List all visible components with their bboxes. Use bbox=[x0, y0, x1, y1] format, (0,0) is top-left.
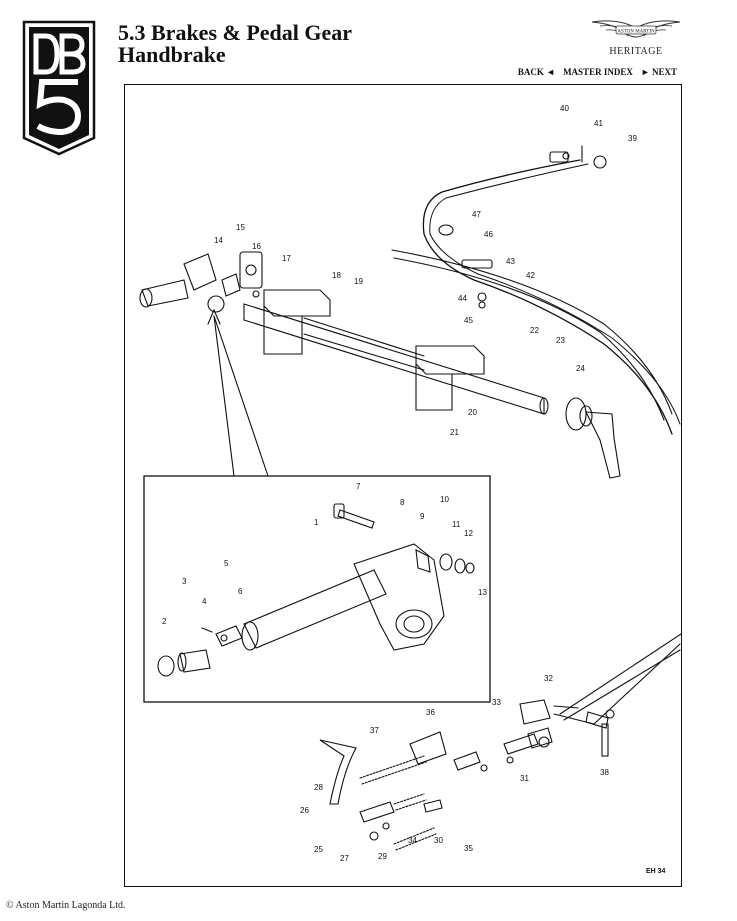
part-label: 37 bbox=[370, 726, 379, 735]
part-label: 30 bbox=[434, 836, 443, 845]
db5-logo bbox=[22, 20, 96, 156]
part-label: 32 bbox=[544, 674, 553, 683]
part-label: 11 bbox=[452, 520, 461, 529]
diagram-frame bbox=[124, 84, 682, 887]
heritage-label: HERITAGE bbox=[609, 46, 663, 57]
part-label: 20 bbox=[468, 408, 477, 417]
aston-martin-wings-logo: ASTON MARTIN bbox=[591, 20, 681, 38]
part-label: 46 bbox=[484, 230, 493, 239]
part-label: 15 bbox=[236, 223, 245, 232]
copyright-footer: © Aston Martin Lagonda Ltd. bbox=[6, 900, 126, 911]
part-label: 33 bbox=[492, 698, 501, 707]
brand-text: ASTON MARTIN bbox=[617, 30, 655, 35]
part-label: 8 bbox=[400, 498, 405, 507]
part-label: 34 bbox=[408, 836, 417, 845]
part-label: 26 bbox=[300, 806, 309, 815]
part-label: 21 bbox=[450, 428, 459, 437]
part-label: 47 bbox=[472, 210, 481, 219]
master-index-link[interactable]: MASTER INDEX bbox=[563, 67, 633, 77]
part-label: 7 bbox=[356, 482, 361, 491]
part-label: 41 bbox=[594, 119, 603, 128]
part-label: 14 bbox=[214, 236, 223, 245]
part-label: 16 bbox=[252, 242, 261, 251]
page-navigation: BACK ◄ MASTER INDEX ► NEXT bbox=[518, 67, 677, 77]
part-label: 25 bbox=[314, 845, 323, 854]
part-label: 9 bbox=[420, 512, 425, 521]
part-label: 18 bbox=[332, 271, 341, 280]
back-link[interactable]: BACK ◄ bbox=[517, 67, 556, 77]
part-label: 2 bbox=[162, 617, 167, 626]
part-label: 12 bbox=[464, 529, 473, 538]
part-label: 5 bbox=[224, 559, 229, 568]
part-label: 29 bbox=[378, 852, 387, 861]
part-label: 45 bbox=[464, 316, 473, 325]
part-label: 24 bbox=[576, 364, 585, 373]
part-label: 40 bbox=[560, 104, 569, 113]
part-label: 39 bbox=[628, 134, 637, 143]
part-label: 43 bbox=[506, 257, 515, 266]
part-labels: 1 2 3 4 5 6 7 8 9 10 11 12 13 14 15 16 1… bbox=[162, 104, 637, 863]
part-label: 27 bbox=[340, 854, 349, 863]
part-label: 10 bbox=[440, 495, 449, 504]
part-label: 6 bbox=[238, 587, 243, 596]
part-label: 13 bbox=[478, 588, 487, 597]
part-label: 1 bbox=[314, 518, 319, 527]
part-label: 42 bbox=[526, 271, 535, 280]
part-label: 36 bbox=[426, 708, 435, 717]
title-subsection: Handbrake bbox=[118, 42, 226, 67]
part-label: 31 bbox=[520, 774, 529, 783]
part-label: 3 bbox=[182, 577, 187, 586]
diagram-reference: EH 34 bbox=[646, 868, 666, 875]
part-label: 38 bbox=[600, 768, 609, 777]
part-label: 19 bbox=[354, 277, 363, 286]
part-label: 35 bbox=[464, 844, 473, 853]
part-label: 23 bbox=[556, 336, 565, 345]
part-label: 44 bbox=[458, 294, 467, 303]
page-title: 5.3 Brakes & Pedal Gear Handbrake bbox=[118, 22, 352, 66]
title-section: 5.3 Brakes & Pedal Gear bbox=[118, 20, 353, 45]
handbrake-exploded-diagram: 1 2 3 4 5 6 7 8 9 10 11 12 13 14 15 16 1… bbox=[139, 104, 682, 863]
next-link[interactable]: ► NEXT bbox=[640, 67, 677, 77]
part-label: 17 bbox=[282, 254, 291, 263]
part-label: 22 bbox=[530, 326, 539, 335]
part-label: 4 bbox=[202, 597, 207, 606]
part-label: 28 bbox=[314, 783, 323, 792]
